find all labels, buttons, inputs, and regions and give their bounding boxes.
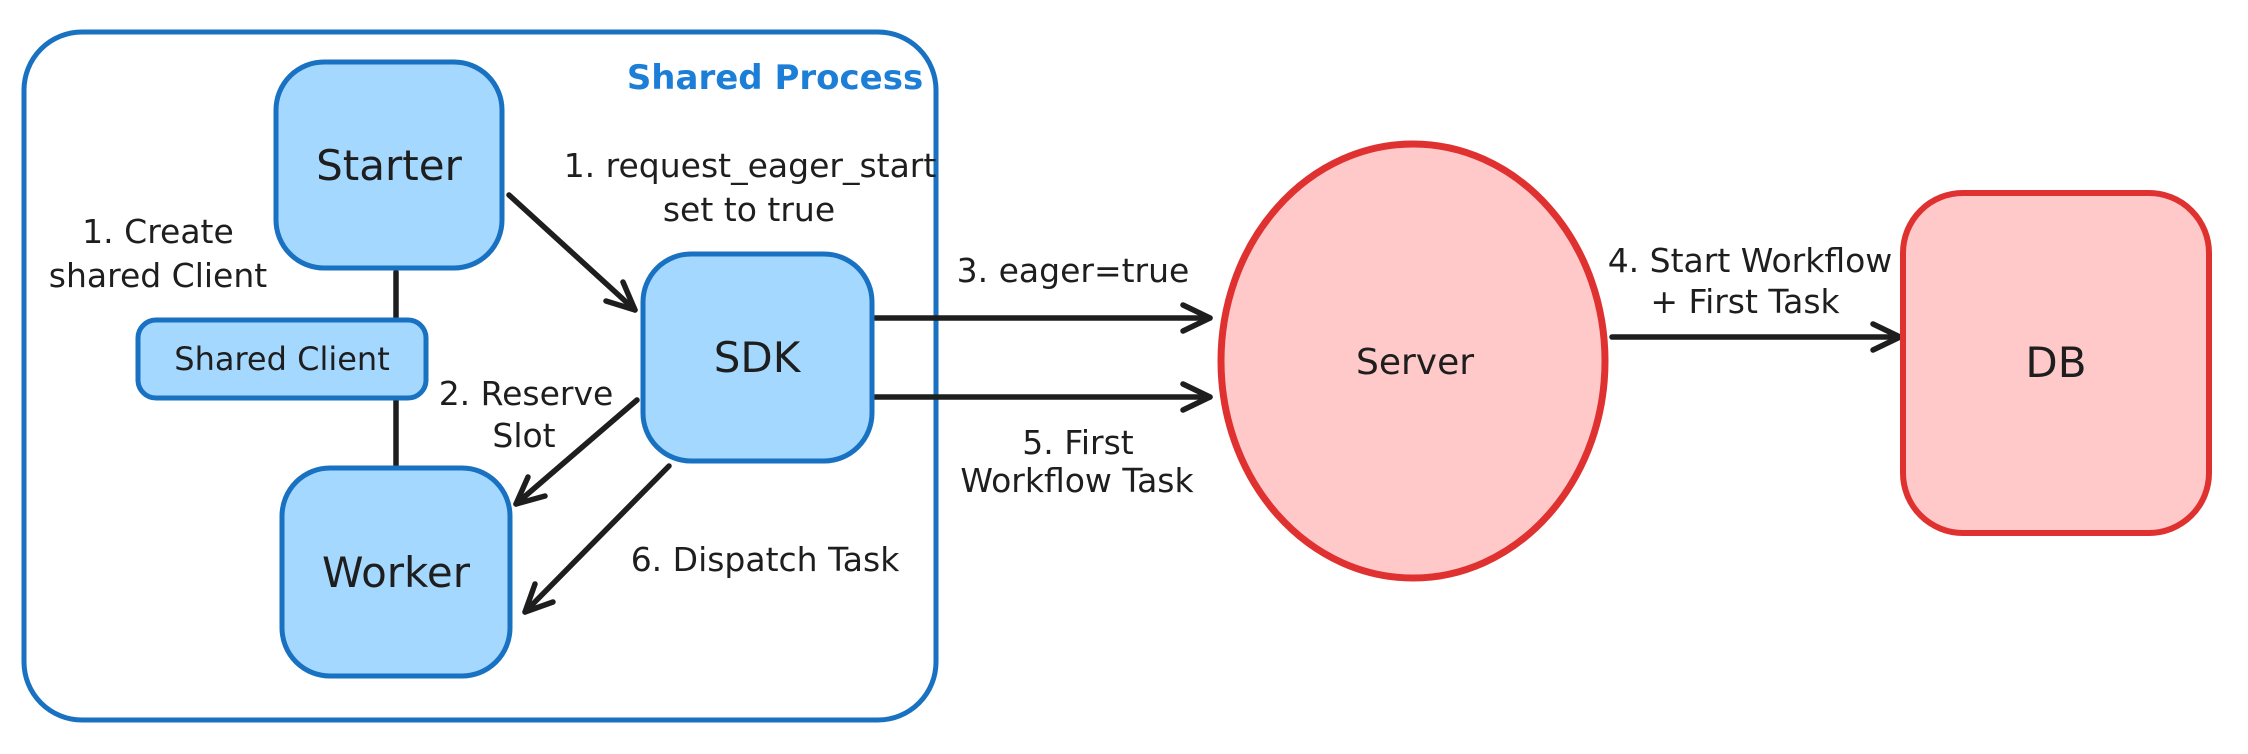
annotation-start-workflow-line2: + First Task xyxy=(1650,282,1840,321)
annotation-start-workflow-line1: 4. Start Workflow xyxy=(1608,241,1893,280)
db-label: DB xyxy=(2025,338,2086,387)
annotation-first-workflow-task-line2: Workflow Task xyxy=(960,461,1194,500)
annotation-dispatch-task: 6. Dispatch Task xyxy=(631,540,901,579)
worker-node xyxy=(279,465,513,679)
shared-process-container xyxy=(21,29,939,723)
arrow-request-eager-start xyxy=(506,192,638,313)
server-label: Server xyxy=(1356,342,1474,383)
starter-node xyxy=(273,59,505,271)
annotation-reserve-slot-line2: Slot xyxy=(492,416,555,455)
db-node xyxy=(1900,190,2212,536)
arrow-start-workflow xyxy=(1609,321,1903,353)
arrow-dispatch-task xyxy=(522,463,672,615)
sdk-label: SDK xyxy=(714,333,802,382)
server-node xyxy=(1217,140,1609,582)
annotation-request-eager-start-line1: 1. request_eager_start xyxy=(564,146,937,185)
shared-client-label: Shared Client xyxy=(174,340,389,378)
annotation-eager-true: 3. eager=true xyxy=(957,251,1190,290)
annotation-first-workflow-task-line1: 5. First xyxy=(1022,423,1133,462)
annotation-create-shared-client-line2: shared Client xyxy=(49,256,268,295)
starter-label: Starter xyxy=(316,141,462,190)
arrow-first-workflow-task xyxy=(872,381,1213,413)
arrow-eager-true xyxy=(872,302,1213,334)
arrow-reserve-slot xyxy=(513,397,640,507)
worker-label: Worker xyxy=(322,548,471,597)
annotation-create-shared-client-line1: 1. Create xyxy=(82,212,234,251)
shared-process-label: Shared Process xyxy=(627,58,923,98)
annotation-reserve-slot-line1: 2. Reserve xyxy=(439,374,614,413)
shared-client-node xyxy=(135,317,429,401)
sdk-node xyxy=(640,251,875,464)
annotation-request-eager-start-line2: set to true xyxy=(663,190,835,229)
